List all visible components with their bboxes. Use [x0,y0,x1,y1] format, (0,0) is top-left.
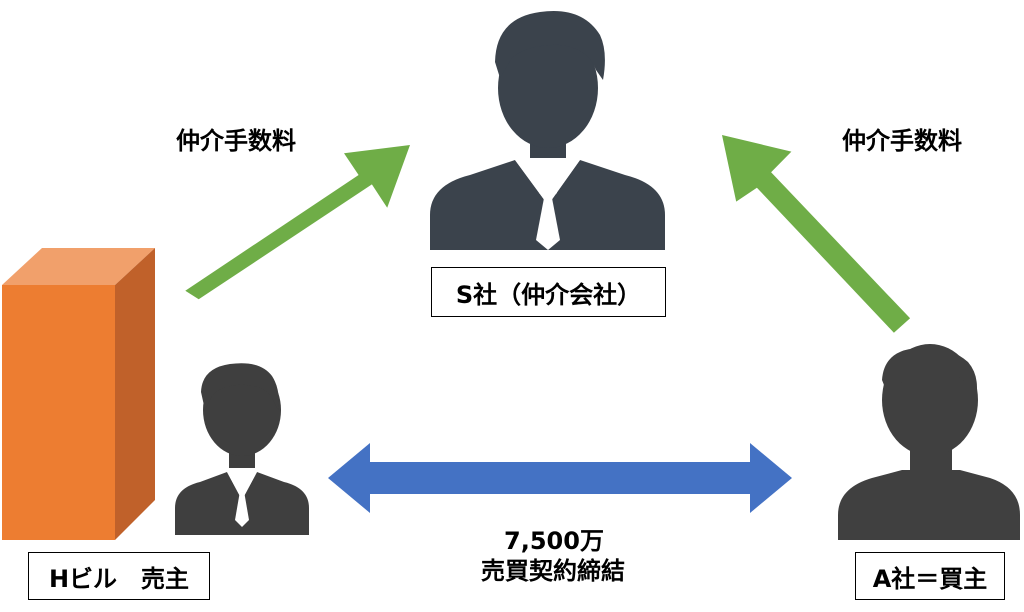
contract-double-arrow [328,443,792,513]
contract-price: 7,500万 [504,527,604,555]
contract-label: 売買契約締結 [481,557,625,585]
broker-person-icon [430,10,665,250]
buyer-label-box: A社＝買主 [855,552,1005,600]
fee-arrow-right [722,135,911,333]
building-top [2,248,155,285]
seller-label-box: Hビル 売主 [28,552,210,600]
fee-arrow-left [185,145,410,300]
building-icon [2,248,155,540]
buyer-person-icon [838,344,1020,540]
fee-label-left: 仲介手数料 [176,127,296,155]
broker-label-box: S社（仲介会社） [431,267,666,317]
fee-label-right: 仲介手数料 [842,127,962,155]
seller-person-icon [175,363,309,535]
building-front [2,285,115,540]
building-side [115,248,155,540]
